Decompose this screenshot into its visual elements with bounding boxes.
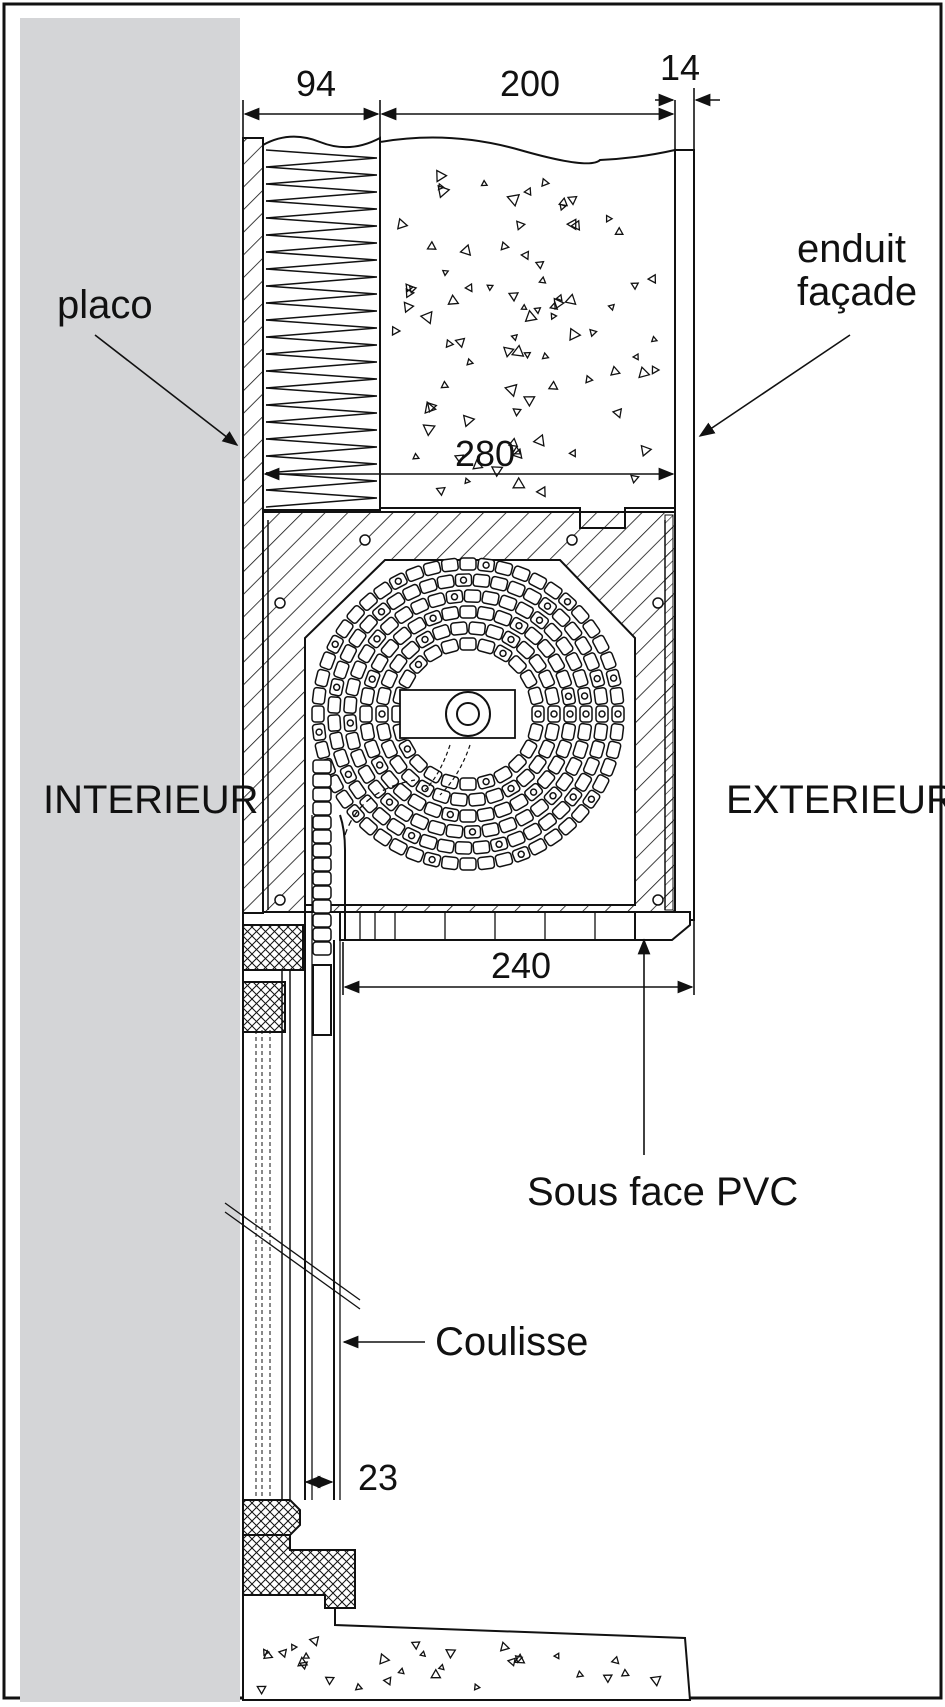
sill-block-upper [242,1499,301,1536]
label-facade: façade [797,270,917,314]
label-exterieur: EXTERIEUR [726,778,945,822]
bottom-concrete [242,1594,692,1701]
window-frame [242,913,291,1515]
dim-200: 200 [500,63,560,104]
concrete-block [379,136,676,529]
descending-slats [312,759,332,956]
label-enduit: enduit [797,227,906,271]
dimension-lines [242,88,720,1495]
label-coulisse: Coulisse [435,1320,588,1364]
dim-94: 94 [296,63,336,104]
coulisse-rail [304,814,346,1500]
rolled-shutter-coil [311,557,625,871]
sous-face-pvc-panel [339,911,691,941]
label-sous-face-pvc: Sous face PVC [527,1170,798,1214]
lintel-block-mid [242,981,286,1033]
label-interieur: INTERIEUR [43,778,259,822]
leader-lines [94,334,851,1349]
insulation-layer [262,135,381,511]
dim-23: 23 [358,1457,398,1498]
label-placo: placo [57,283,153,327]
dim-280: 280 [455,433,515,474]
dim-240: 240 [491,945,551,986]
shutter-path-dashed [344,779,416,836]
lintel-block-top [242,924,304,971]
dim-14: 14 [660,47,700,88]
facade-render-layer [674,149,695,921]
interior-wall-band [20,18,240,1702]
break-line [224,1202,361,1310]
